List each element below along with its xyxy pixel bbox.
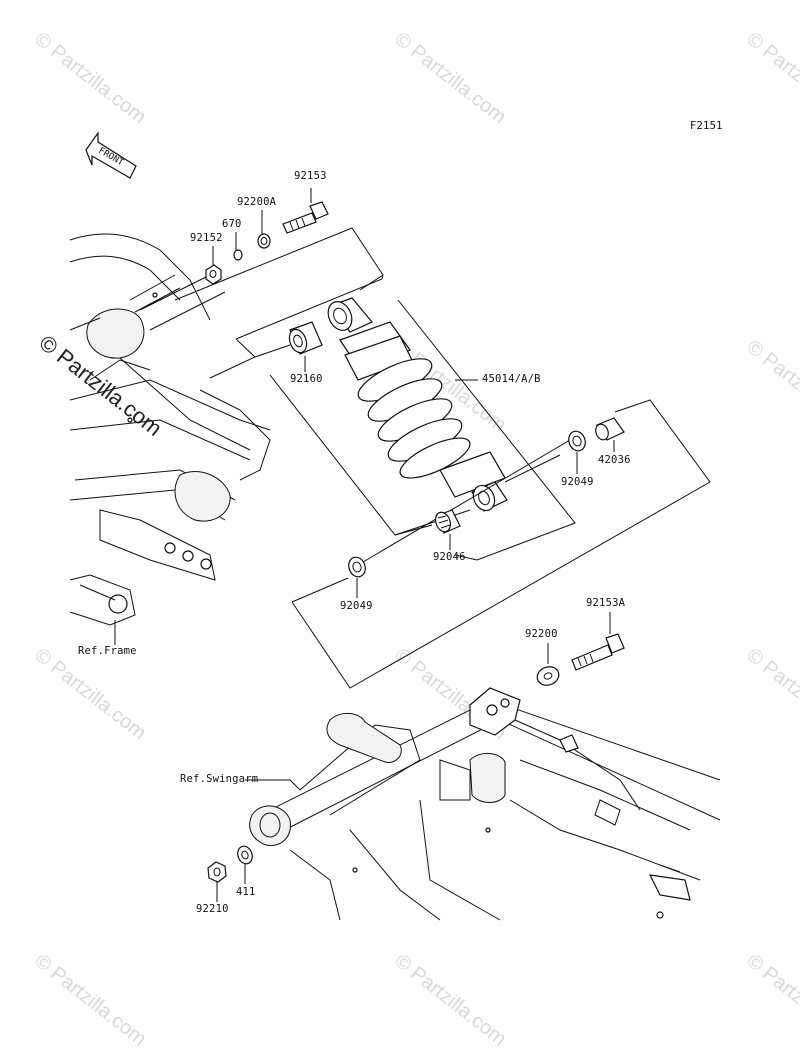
part-label-92153[interactable]: 92153 <box>294 170 327 182</box>
part-label-92049-right[interactable]: 92049 <box>561 476 594 488</box>
ref-swingarm-label: Ref.Swingarm <box>180 773 259 785</box>
part-label-92046[interactable]: 92046 <box>433 551 466 563</box>
part-label-45014[interactable]: 45014/A/B <box>482 373 541 385</box>
lower-mount-box <box>269 299 711 689</box>
part-label-92210[interactable]: 92210 <box>196 903 229 915</box>
part-label-411[interactable]: 411 <box>236 886 256 898</box>
shock-absorber <box>327 297 508 512</box>
front-arrow-icon: FRONT <box>85 131 137 179</box>
ref-frame-label: Ref.Frame <box>78 645 137 657</box>
collar-92160 <box>288 321 323 372</box>
part-label-670[interactable]: 670 <box>222 218 242 230</box>
upper-hardware <box>205 188 329 285</box>
part-label-42036[interactable]: 42036 <box>598 454 631 466</box>
part-label-92152[interactable]: 92152 <box>190 232 223 244</box>
frame-drawing <box>69 233 271 645</box>
diagram-code: F2151 <box>690 120 723 132</box>
upper-mount-box <box>174 227 384 379</box>
part-label-92153A[interactable]: 92153A <box>586 597 626 609</box>
part-label-92049-left[interactable]: 92049 <box>340 600 373 612</box>
part-label-92200A[interactable]: 92200A <box>237 196 277 208</box>
swingarm-drawing <box>245 687 721 921</box>
part-label-92160[interactable]: 92160 <box>290 373 323 385</box>
lower-hardware <box>207 417 625 902</box>
part-label-92200[interactable]: 92200 <box>525 628 558 640</box>
